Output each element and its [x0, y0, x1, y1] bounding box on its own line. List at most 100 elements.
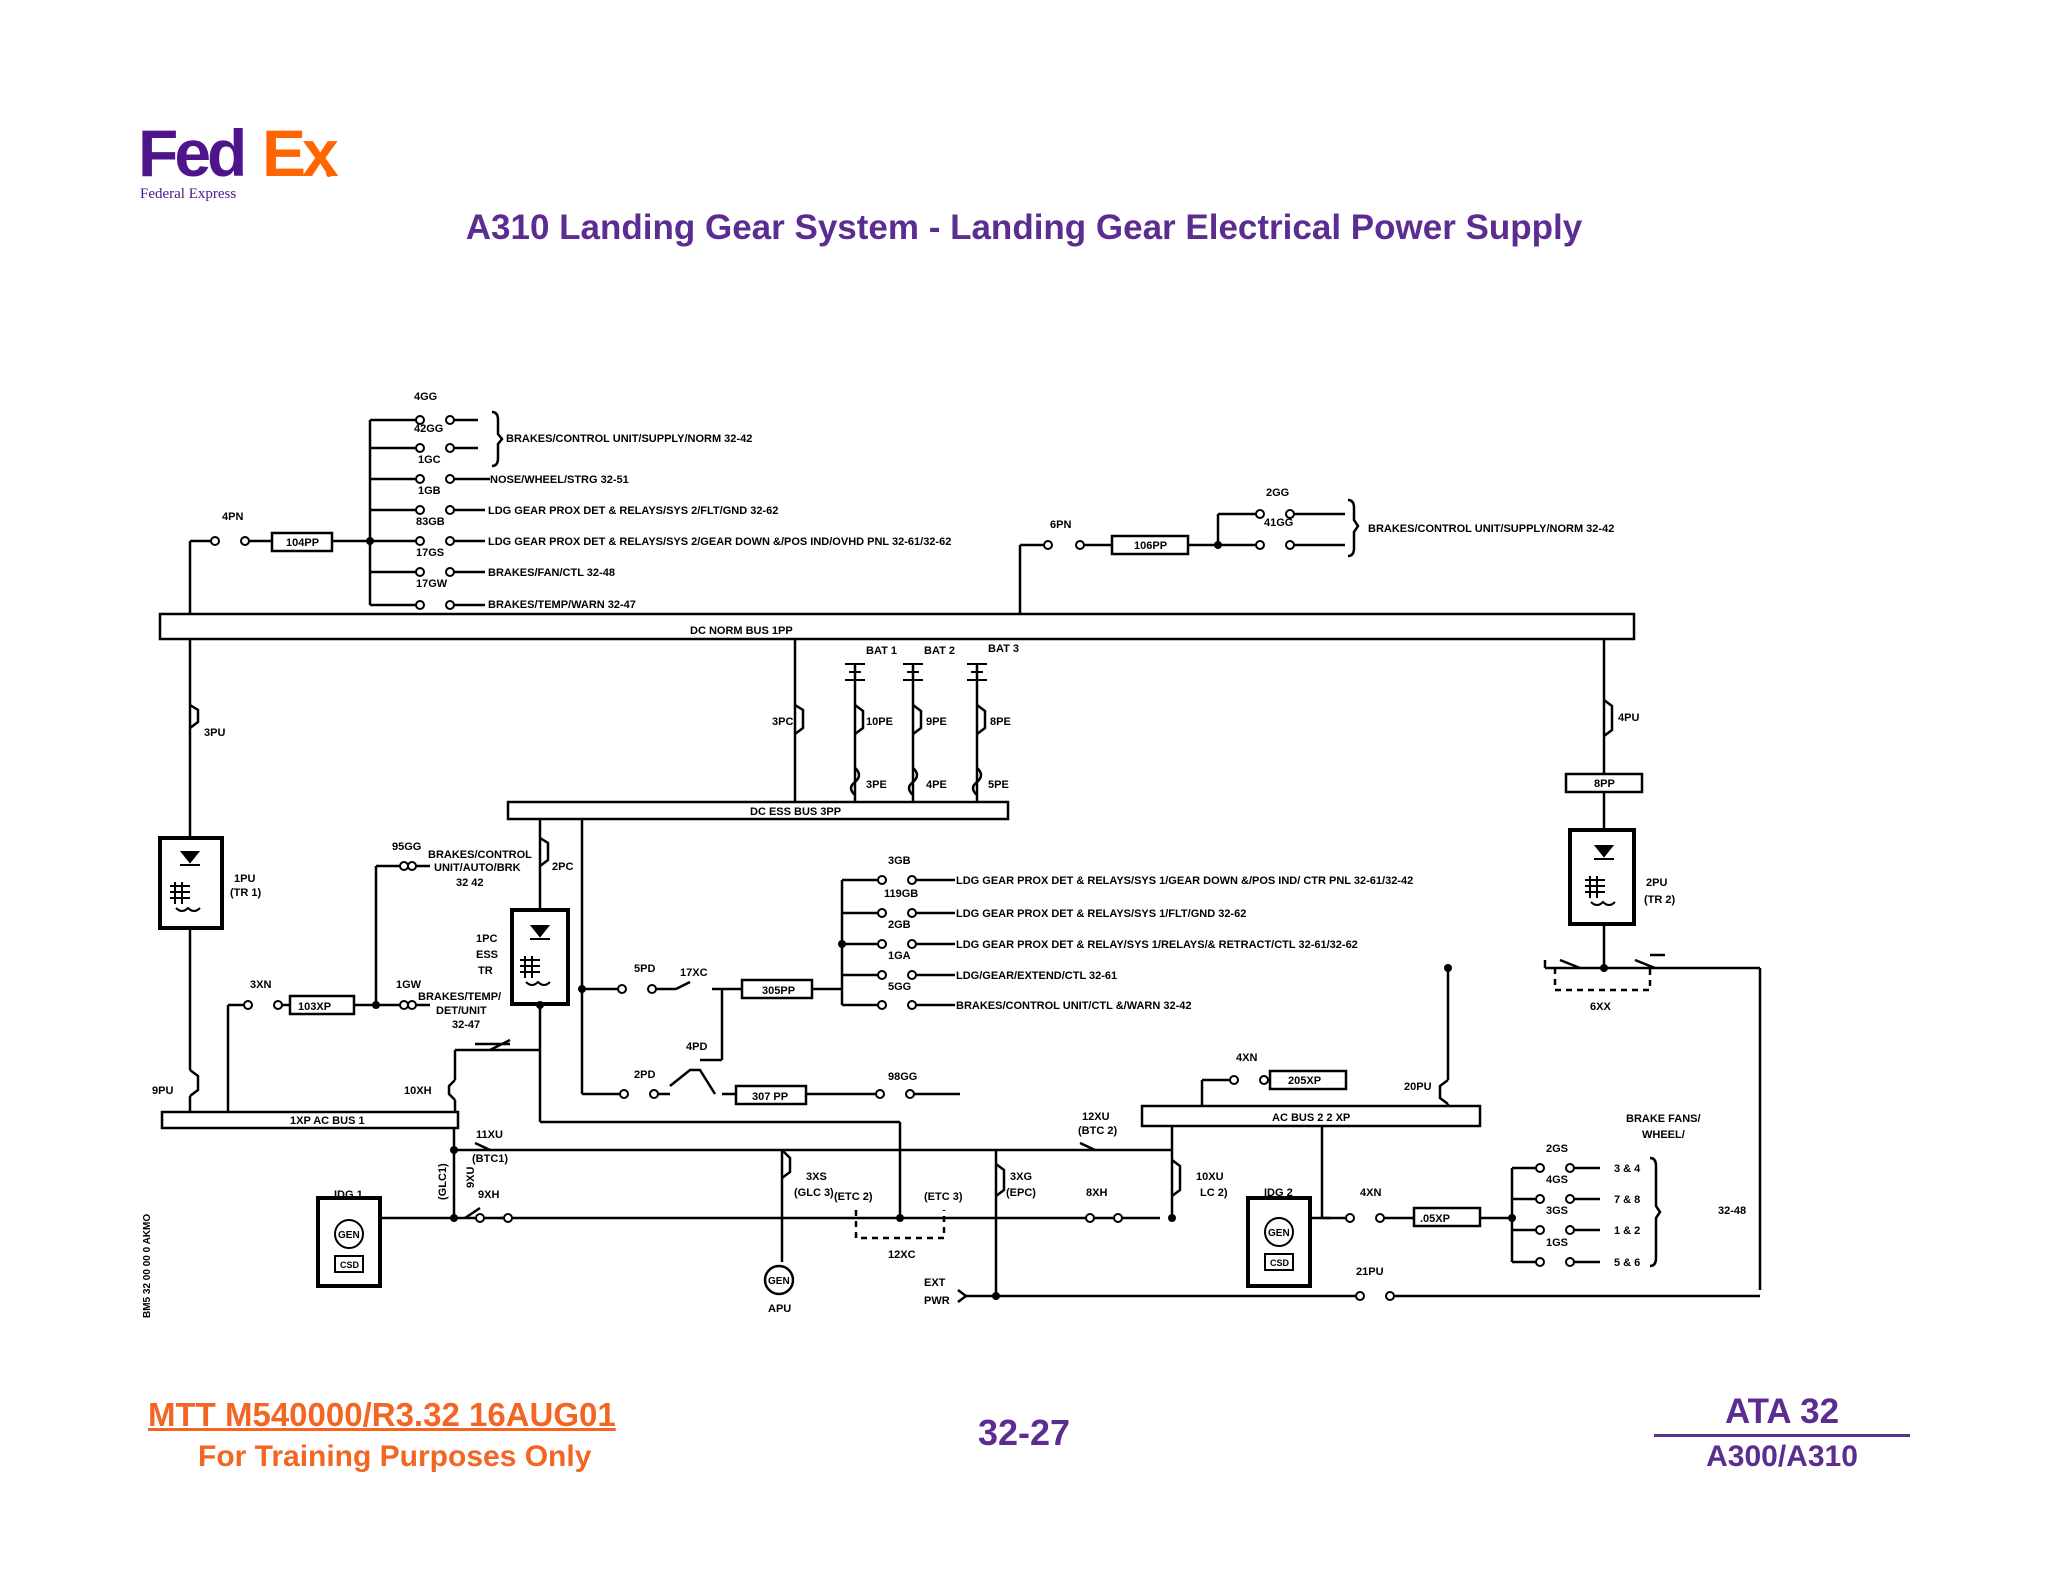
- label-btc1: (BTC1): [472, 1153, 508, 1165]
- label-etc2: (ETC 2): [834, 1191, 873, 1203]
- label-csd1: CSD: [340, 1260, 360, 1270]
- breaker-symbols: [210, 415, 1575, 1301]
- label-5pd: 5PD: [634, 963, 655, 975]
- label-05xp: .05XP: [1420, 1213, 1450, 1225]
- label-idg1: IDG 1: [334, 1189, 363, 1201]
- label-4xn-top: 4XN: [1236, 1052, 1257, 1064]
- label-103xp: 103XP: [298, 1001, 331, 1013]
- label-21pu: 21PU: [1356, 1266, 1384, 1278]
- wiring: [158, 410, 1762, 1303]
- footer-training-note: For Training Purposes Only: [198, 1440, 592, 1473]
- label-8xh: 8XH: [1086, 1187, 1107, 1199]
- label-gen1: GEN: [338, 1230, 360, 1241]
- label-3pe: 3PE: [866, 779, 887, 791]
- junction-dots: [366, 537, 1608, 1300]
- label-csd2: CSD: [1270, 1258, 1290, 1268]
- label-1gc: 1GC: [418, 454, 441, 466]
- label-ess-tr-3: TR: [478, 965, 493, 977]
- label-9pu: 9PU: [152, 1085, 173, 1097]
- label-9xh: 9XH: [478, 1189, 499, 1201]
- logo-ex: Ex: [262, 118, 339, 190]
- label-wheels-78: 7 & 8: [1614, 1194, 1640, 1206]
- label-wheels-12: 1 & 2: [1614, 1225, 1640, 1237]
- fedex-logo: Fed Ex Federal Express: [138, 118, 343, 202]
- label-17gw-desc: BRAKES/TEMP/WARN 32-47: [488, 599, 636, 611]
- label-lc2: LC 2): [1200, 1187, 1228, 1199]
- label-bat3: BAT 3: [988, 643, 1019, 655]
- label-tr1: (TR 1): [230, 887, 262, 899]
- label-brakes-auto-2: UNIT/AUTO/BRK: [434, 862, 521, 874]
- label-106pp: 106PP: [1134, 540, 1167, 552]
- tr-symbols: [170, 845, 1616, 1273]
- label-gen2: GEN: [1268, 1228, 1290, 1239]
- label-12xc: 12XC: [888, 1249, 916, 1261]
- label-dc-norm-bus: DC NORM BUS 1PP: [690, 625, 793, 637]
- label-2gg: 2GG: [1266, 487, 1289, 499]
- label-11xu: 11XU: [476, 1129, 503, 1141]
- label-2gb: 2GB: [888, 919, 911, 931]
- label-1ga: 1GA: [888, 950, 911, 962]
- label-bat2: BAT 2: [924, 645, 955, 657]
- label-brake-fans-2: WHEEL/: [1642, 1129, 1685, 1141]
- label-3gs: 3GS: [1546, 1205, 1568, 1217]
- page-title: A310 Landing Gear System - Landing Gear …: [465, 208, 1583, 247]
- label-3pc: 3PC: [772, 716, 793, 728]
- label-17xc: 17XC: [680, 967, 708, 979]
- label-8pe: 8PE: [990, 716, 1011, 728]
- label-ac-bus-1: 1XP AC BUS 1: [290, 1115, 365, 1127]
- label-idg2: IDG 2: [1264, 1187, 1293, 1199]
- label-83gb: 83GB: [416, 516, 445, 528]
- label-4gg: 4GG: [414, 391, 437, 403]
- label-1gc-desc: NOSE/WHEEL/STRG 32-51: [490, 474, 629, 486]
- label-4gs: 4GS: [1546, 1174, 1568, 1186]
- label-wheels-56: 5 & 6: [1614, 1257, 1640, 1269]
- label-wheels-34: 3 & 4: [1614, 1163, 1641, 1175]
- label-83gb-desc: LDG GEAR PROX DET & RELAYS/SYS 2/GEAR DO…: [488, 536, 951, 548]
- logo-fed: Fed: [138, 118, 243, 190]
- label-etc3: (ETC 3): [924, 1191, 963, 1203]
- label-brakes-temp-3: 32-47: [452, 1019, 480, 1031]
- label-8pp: 8PP: [1594, 778, 1615, 790]
- label-10pe: 10PE: [866, 716, 893, 728]
- label-btc2: (BTC 2): [1078, 1125, 1117, 1137]
- label-ac-bus-2: AC BUS 2 2 XP: [1272, 1112, 1350, 1124]
- label-12xu: 12XU: [1082, 1111, 1110, 1123]
- label-1gw: 1GW: [396, 979, 422, 991]
- label-4pn: 4PN: [222, 511, 243, 523]
- label-ess-tr-1: 1PC: [476, 933, 497, 945]
- label-4pd: 4PD: [686, 1041, 707, 1053]
- label-1gb: 1GB: [418, 485, 441, 497]
- ac-bus-1: [160, 1110, 460, 1130]
- label-6pn: 6PN: [1050, 519, 1071, 531]
- dc-ess-bus: [506, 800, 1010, 821]
- label-fan-ref: 32-48: [1718, 1205, 1746, 1217]
- label-2gb-desc: LDG GEAR PROX DET & RELAY/SYS 1/RELAYS/&…: [956, 939, 1358, 951]
- ac-bus-2: [1140, 1104, 1482, 1128]
- label-41gg: 41GG: [1264, 517, 1293, 529]
- label-3gb: 3GB: [888, 855, 911, 867]
- label-205xp: 205XP: [1288, 1075, 1321, 1087]
- footer-page-number: 32-27: [977, 1412, 1071, 1453]
- footer-aircraft-model: A300/A310: [1706, 1440, 1858, 1473]
- label-95gg: 95GG: [392, 841, 421, 853]
- label-3pu: 3PU: [204, 727, 225, 739]
- label-2pc: 2PC: [552, 861, 573, 873]
- label-tr2: (TR 2): [1644, 894, 1676, 906]
- label-1ga-desc: LDG/GEAR/EXTEND/CTL 32-61: [956, 970, 1117, 982]
- label-top-left-group: BRAKES/CONTROL UNIT/SUPPLY/NORM 32-42: [506, 433, 752, 445]
- label-3xg: 3XG: [1010, 1171, 1032, 1183]
- label-6xx: 6XX: [1590, 1001, 1611, 1013]
- label-4xn: 4XN: [1360, 1187, 1381, 1199]
- label-brakes-auto-1: BRAKES/CONTROL: [428, 849, 532, 861]
- label-17gw: 17GW: [416, 578, 448, 590]
- label-307pp: 307 PP: [752, 1091, 788, 1103]
- label-2pd: 2PD: [634, 1069, 655, 1081]
- logo-dot: [326, 171, 332, 177]
- label-4pe: 4PE: [926, 779, 947, 791]
- label-305pp: 305PP: [762, 985, 795, 997]
- label-4pu: 4PU: [1618, 712, 1639, 724]
- label-119gb: 119GB: [884, 888, 918, 900]
- label-1gb-desc: LDG GEAR PROX DET & RELAYS/SYS 2/FLT/GND…: [488, 505, 778, 517]
- label-side-ref: BM5 32 00 00 0 AKMO: [142, 1214, 153, 1318]
